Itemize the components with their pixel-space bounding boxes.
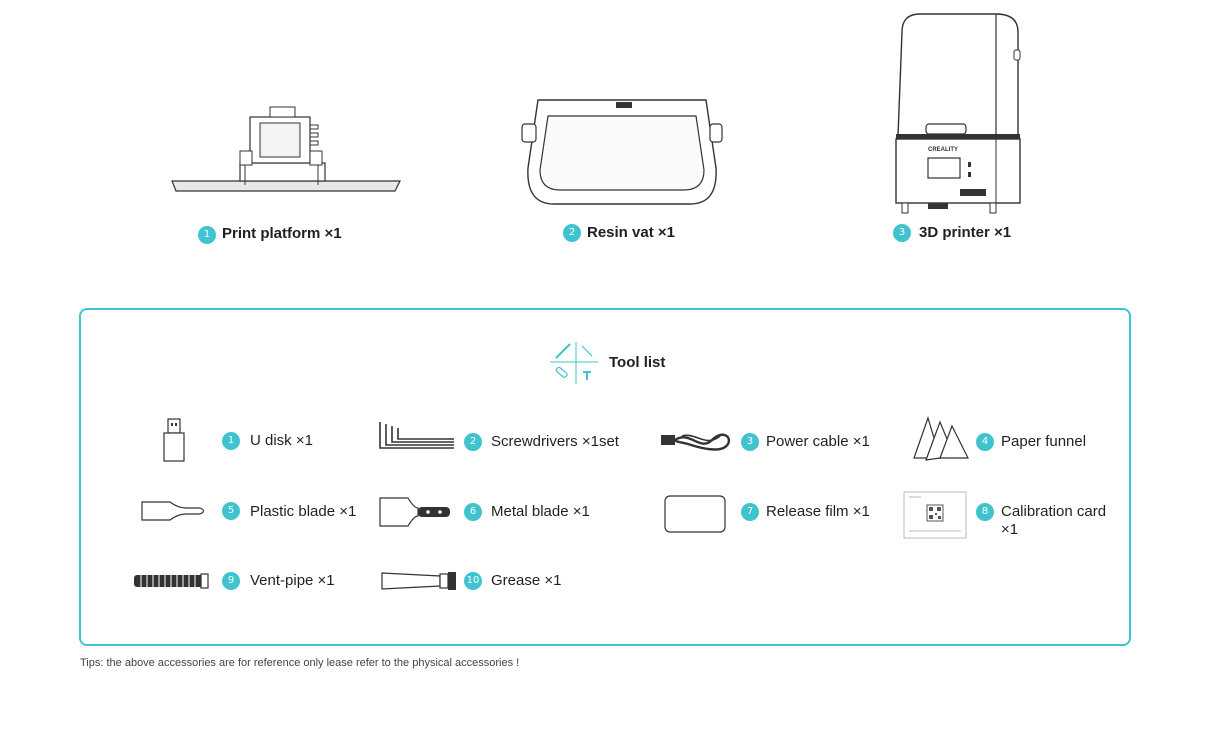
tool-list-title: Tool list (609, 354, 666, 371)
3d-printer-icon: CREALITY (895, 13, 1021, 214)
plastic-blade-icon (141, 501, 205, 521)
3d-printer-label: 3D printer ×1 (919, 224, 1012, 241)
tool-list-box (79, 308, 1131, 646)
printer-brand: CREALITY (928, 147, 958, 153)
item-number-badge: 6 (464, 503, 482, 521)
resin-vat-label: Resin vat ×1 (587, 224, 675, 241)
vent-pipe-icon (134, 573, 209, 589)
grease-label: Grease ×1 (491, 572, 562, 589)
item-number-badge: 2 (563, 224, 581, 242)
print-platform-label: Print platform ×1 (222, 225, 342, 242)
tools-icon (550, 342, 598, 384)
plastic-blade-label: Plastic blade ×1 (250, 503, 357, 520)
calibration-card-label: Calibration card ×1 (1001, 503, 1107, 538)
item-number-badge: 8 (976, 503, 994, 521)
resin-vat-icon (521, 99, 723, 205)
u-disk-label: U disk ×1 (250, 432, 313, 449)
calibration-card-icon (903, 491, 967, 539)
paper-funnel-label: Paper funnel (1001, 433, 1087, 450)
release-film-label: Release film ×1 (766, 503, 870, 520)
metal-blade-label: Metal blade ×1 (491, 503, 590, 520)
power-cable-icon (661, 433, 731, 451)
print-platform-icon (171, 106, 401, 192)
item-number-badge: 1 (198, 226, 216, 244)
item-number-badge: 1 (222, 432, 240, 450)
grease-icon (381, 572, 456, 590)
metal-blade-icon (379, 497, 450, 527)
screwdrivers-label: Screwdrivers ×1set (491, 433, 619, 450)
release-film-icon (664, 495, 726, 533)
screwdrivers-icon (379, 422, 454, 449)
item-number-badge: 7 (741, 503, 759, 521)
item-number-badge: 10 (464, 572, 482, 590)
tips-note: Tips: the above accessories are for refe… (80, 657, 520, 669)
item-number-badge: 5 (222, 502, 240, 520)
item-number-badge: 3 (893, 224, 911, 242)
item-number-badge: 9 (222, 572, 240, 590)
vent-pipe-label: Vent-pipe ×1 (250, 572, 335, 589)
paper-funnel-icon (913, 416, 969, 461)
item-number-badge: 3 (741, 433, 759, 451)
power-cable-label: Power cable ×1 (766, 433, 870, 450)
item-number-badge: 2 (464, 433, 482, 451)
item-number-badge: 4 (976, 433, 994, 451)
u-disk-icon (163, 418, 185, 462)
